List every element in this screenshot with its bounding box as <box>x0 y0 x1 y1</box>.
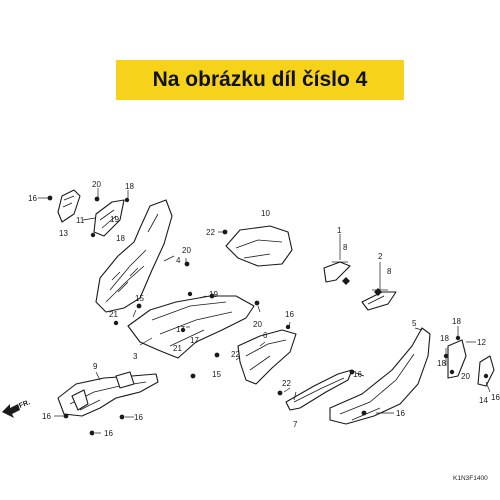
part-11 <box>93 199 125 237</box>
callout-label: 2 <box>378 252 383 261</box>
callout-label: 13 <box>59 229 68 238</box>
part-14 <box>477 355 495 387</box>
callout-label: 20 <box>92 180 101 189</box>
callout-label: 7 <box>293 420 298 429</box>
callout-label: 17 <box>176 325 185 334</box>
callout-label: 19 <box>209 290 218 299</box>
banner-text: Na obrázku díl číslo 4 <box>152 68 368 91</box>
callout-label: 15 <box>135 294 144 303</box>
callout-label: 18 <box>437 359 446 368</box>
callout-label: 16 <box>134 413 143 422</box>
callout-numbers: 16 20 18 13 11 18 19 10 22 1 8 20 4 2 8 … <box>28 180 500 438</box>
callout-label: 11 <box>76 216 85 225</box>
callout-label: 16 <box>42 412 51 421</box>
part-10 <box>225 225 293 267</box>
callout-label: 5 <box>412 319 417 328</box>
callout-label: 21 <box>109 310 118 319</box>
part-1 <box>323 261 351 283</box>
callout-label: 22 <box>231 350 240 359</box>
callout-label: 1 <box>337 226 342 235</box>
callout-label: 17 <box>190 336 199 345</box>
callout-label: 19 <box>110 215 119 224</box>
callout-label: 14 <box>479 396 488 405</box>
callout-label: 20 <box>461 372 470 381</box>
callout-label: 16 <box>396 409 405 418</box>
callout-label: 20 <box>253 320 262 329</box>
callout-label: 6 <box>263 331 268 340</box>
part-13 <box>57 189 81 223</box>
callout-label: 18 <box>440 334 449 343</box>
callout-label: 16 <box>285 310 294 319</box>
callout-label: 16 <box>28 194 37 203</box>
callout-label: 16 <box>104 429 113 438</box>
callout-label: 18 <box>125 182 134 191</box>
part-9 <box>57 371 159 417</box>
callout-label: 10 <box>261 209 270 218</box>
part-7 <box>285 369 353 411</box>
callout-label: 12 <box>477 338 486 347</box>
front-direction-arrow-icon <box>2 404 20 418</box>
callout-label: 8 <box>343 243 348 252</box>
leader-lines <box>38 188 491 434</box>
front-direction-label: FR. <box>18 399 31 410</box>
callout-label: 3 <box>133 352 138 361</box>
callout-label: 21 <box>173 344 182 353</box>
callout-label: 18 <box>116 234 125 243</box>
callout-label: 4 <box>176 256 181 265</box>
part-4 <box>95 199 173 313</box>
callout-label: 8 <box>387 267 392 276</box>
fasteners <box>47 195 489 436</box>
callout-label: 22 <box>206 228 215 237</box>
part-6 <box>237 329 297 385</box>
part-number-banner: Na obrázku díl číslo 4 <box>116 60 404 100</box>
part-3 <box>127 295 255 359</box>
part-12 <box>447 339 467 379</box>
callout-label: 15 <box>212 370 221 379</box>
callout-label: 18 <box>452 317 461 326</box>
drawing-code: K1N3F1400 <box>453 475 488 482</box>
callout-label: 9 <box>93 362 98 371</box>
callout-label: 16 <box>353 370 362 379</box>
callout-label: 20 <box>182 246 191 255</box>
callout-label: 22 <box>282 379 291 388</box>
callout-label: 16 <box>491 393 500 402</box>
